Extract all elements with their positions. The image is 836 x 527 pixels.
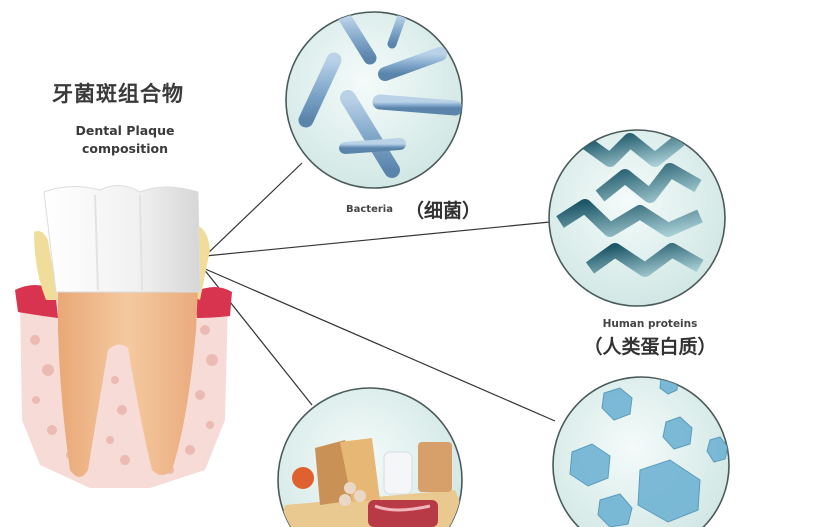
human-proteins-label: Human proteins （人类蛋白质） xyxy=(560,318,740,359)
title-english: Dental Plaque composition xyxy=(70,122,180,158)
mineral-crystals-icon xyxy=(569,377,729,527)
title-english-line2: composition xyxy=(81,141,169,156)
protein-ribbon-icon xyxy=(556,133,704,277)
title-english-line1: Dental Plaque xyxy=(75,123,175,138)
tooth-illustration xyxy=(15,185,232,488)
crystals-circle xyxy=(552,376,730,527)
human-proteins-circle xyxy=(548,129,726,307)
bacteria-circle xyxy=(285,11,463,189)
bacteria-label: Bacteria （细菌） xyxy=(346,196,481,223)
plaque-left xyxy=(34,231,58,300)
human-proteins-label-en: Human proteins xyxy=(602,318,698,330)
gum-right xyxy=(195,287,232,318)
tooth-root xyxy=(58,288,198,477)
bacteria-label-en: Bacteria xyxy=(346,204,393,215)
bacteria-label-cn: （细菌） xyxy=(404,200,481,222)
food-circle xyxy=(277,387,463,527)
rod-bacteria-icon xyxy=(298,12,462,178)
human-proteins-label-cn: （人类蛋白质） xyxy=(583,336,717,358)
tooth-crown xyxy=(43,185,201,293)
title-chinese: 牙菌斑组合物 xyxy=(52,82,184,106)
food-items-icon xyxy=(280,438,462,527)
